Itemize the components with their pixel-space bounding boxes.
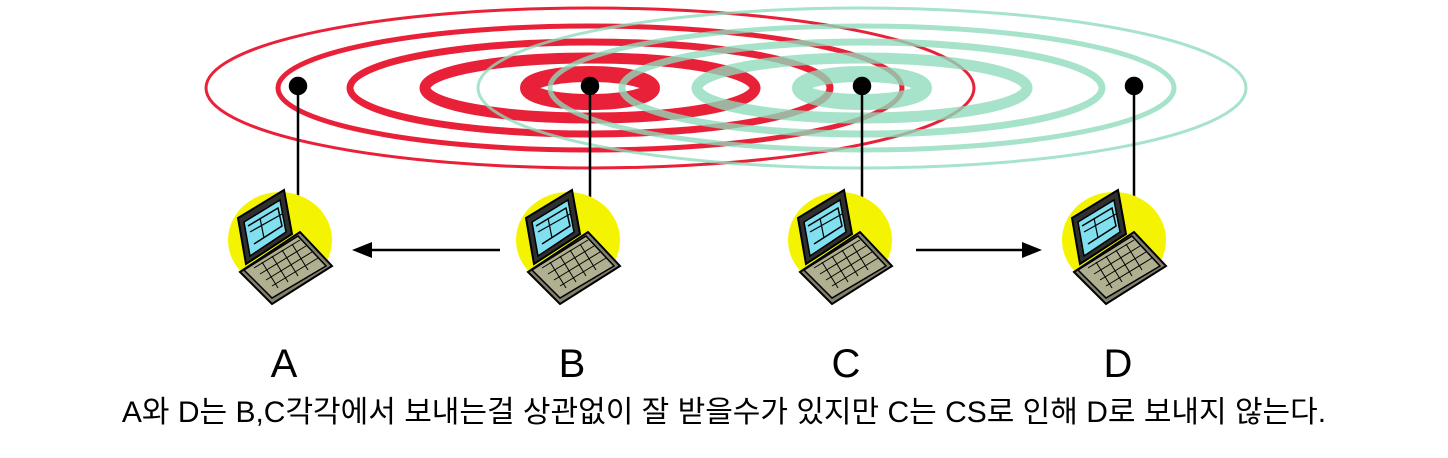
node-label-d: D (1078, 340, 1158, 388)
node-label-b: B (532, 340, 612, 388)
laptop-b-icon (516, 190, 620, 304)
arrow-c-to-d (916, 242, 1042, 258)
laptop-d-icon (1062, 190, 1166, 304)
node-label-c: C (806, 340, 886, 388)
laptop-a-icon (228, 190, 332, 304)
diagram-caption: A와 D는 B,C각각에서 보내는걸 상관없이 잘 받을수가 있지만 C는 CS… (0, 393, 1448, 433)
node-label-a: A (244, 340, 324, 388)
antenna-d (1126, 78, 1142, 200)
laptop-c-icon (788, 190, 892, 304)
arrow-b-to-a (352, 242, 500, 258)
